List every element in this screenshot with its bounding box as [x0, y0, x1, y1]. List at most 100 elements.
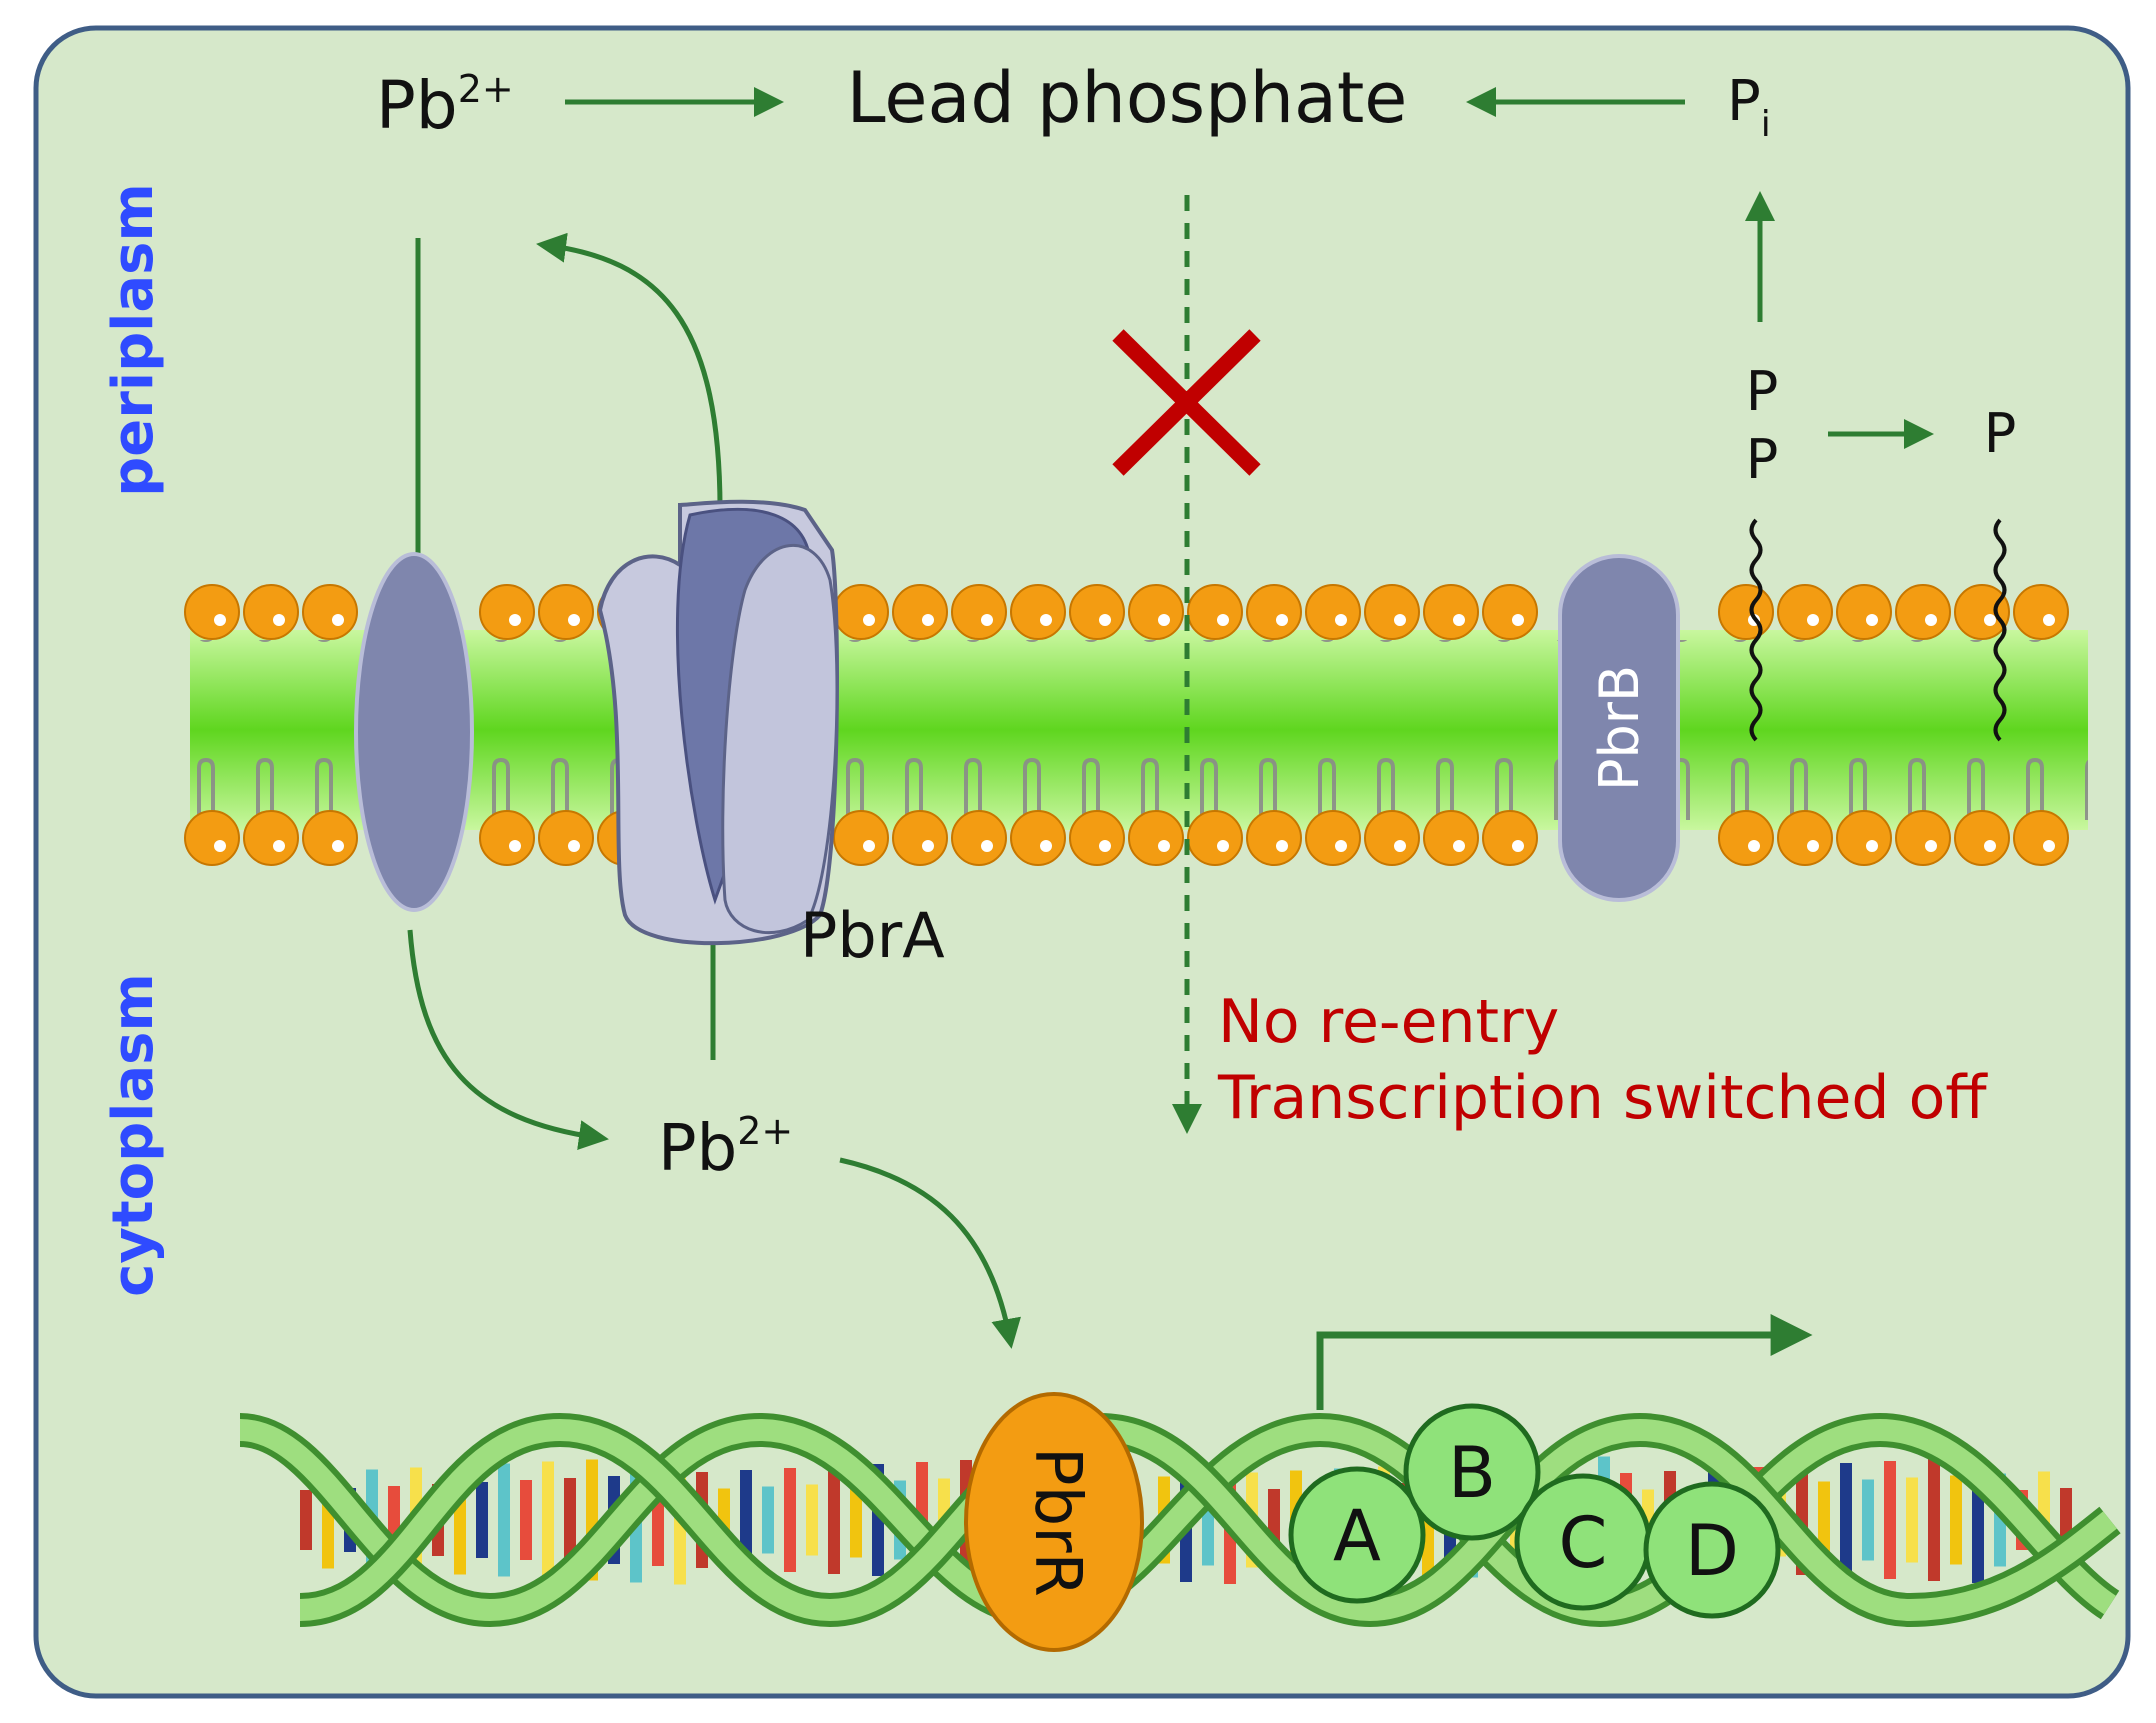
lipid-head-highlight [1158, 840, 1170, 852]
lipid-head [2013, 584, 2069, 640]
lipid-head [1836, 584, 1892, 640]
lipid-head-highlight [1512, 614, 1524, 626]
channel-protein-icon [354, 238, 609, 1150]
dna-base-pair [498, 1463, 510, 1577]
gene-a-label: A [1333, 1495, 1381, 1577]
lipid-head [1364, 584, 1420, 640]
p-single-label: P [1984, 402, 2017, 465]
lipid-head [2013, 810, 2069, 866]
transcription-arrow [1316, 1314, 1813, 1410]
lipid-head-highlight [863, 614, 875, 626]
lipid-head-highlight [568, 614, 580, 626]
lipid-head [1777, 810, 1833, 866]
lipid-tail-left [1749, 518, 1763, 742]
no-reentry-label: No re-entry [1218, 987, 1559, 1057]
lipid-head-highlight [922, 840, 934, 852]
lipid-head-highlight [1512, 840, 1524, 852]
lipid-head-highlight [1807, 614, 1819, 626]
cell-membrane [184, 584, 2088, 866]
lipid-head-highlight [1453, 614, 1465, 626]
pbra-label: PbrA [800, 899, 945, 972]
dna-base-pair [1928, 1459, 1940, 1581]
lipid-head [1069, 810, 1125, 866]
lipid-head-highlight [1217, 840, 1229, 852]
lipid-head-highlight [273, 614, 285, 626]
lipid-head-highlight [332, 840, 344, 852]
dna-base-pair [828, 1466, 840, 1574]
lipid-head [302, 810, 358, 866]
lipid-head [1128, 810, 1184, 866]
lipid-head [951, 584, 1007, 640]
lipid-head [833, 584, 889, 640]
dna-base-pair [1884, 1461, 1896, 1579]
lipid-head-highlight [1925, 840, 1937, 852]
lipid-head [892, 584, 948, 640]
lipid-head-highlight [981, 614, 993, 626]
lipid-tail-right [1993, 518, 2007, 742]
dna-base-pair [476, 1482, 488, 1558]
dna-base-pair [564, 1478, 576, 1562]
lipid-head-highlight [1394, 614, 1406, 626]
lipid-head [1423, 584, 1479, 640]
periplasm-label: periplasm [101, 183, 166, 497]
lipid-head [1069, 584, 1125, 640]
pbrr-protein [964, 1392, 1144, 1652]
pbrb-label: PbrB [1588, 665, 1651, 791]
lipid-head-highlight [1158, 614, 1170, 626]
dna-base-pair [542, 1461, 554, 1579]
cytoplasm-label: cytoplasm [101, 973, 166, 1297]
lipid-head-highlight [273, 840, 285, 852]
lipid-head [1895, 584, 1951, 640]
lipid-head [1364, 810, 1420, 866]
arrow-pb-to-pbrr [839, 1157, 1021, 1349]
lipid-head [1010, 810, 1066, 866]
dna-base-pair [300, 1490, 312, 1550]
lipid-head-highlight [981, 840, 993, 852]
gene-d-label: D [1685, 1510, 1739, 1592]
red-x-icon [1112, 329, 1261, 476]
pbrb-protein-icon [1558, 554, 1680, 902]
lipid-head [833, 810, 889, 866]
lipid-head [1718, 810, 1774, 866]
dna-base-pair [850, 1482, 862, 1558]
lipid-head [1187, 584, 1243, 640]
lipid-head-highlight [1394, 840, 1406, 852]
dna-base-pair [762, 1486, 774, 1554]
dna-base-pair [806, 1484, 818, 1556]
pi-label: Pi [1727, 69, 1771, 145]
lipid-head-highlight [214, 840, 226, 852]
pi-base: P [1727, 69, 1761, 134]
lipid-head-highlight [1984, 614, 1996, 626]
lipid-head-highlight [922, 614, 934, 626]
pb-top-base: Pb [376, 67, 458, 144]
lipid-head [951, 810, 1007, 866]
lipid-head [1128, 584, 1184, 640]
lipid-head [1895, 810, 1951, 866]
lipid-head-highlight [1866, 614, 1878, 626]
lipid-head [1954, 584, 2010, 640]
transcription-off-label: Transcription switched off [1217, 1063, 1988, 1133]
lipid-head-highlight [1335, 840, 1347, 852]
lipid-head-highlight [1217, 614, 1229, 626]
dna-base-pair [1818, 1481, 1830, 1559]
pb-top-label: Pb2+ [376, 67, 514, 144]
lipid-head [243, 810, 299, 866]
lipid-head [538, 584, 594, 640]
lipid-head [184, 810, 240, 866]
gene-b-label: B [1448, 1432, 1496, 1514]
lipid-head [1482, 584, 1538, 640]
dna-base-pair [784, 1468, 796, 1572]
gene-cluster: A B C D [1288, 1403, 1781, 1619]
lipid-head [1187, 810, 1243, 866]
lipid-head [1305, 584, 1361, 640]
lipid-head [1482, 810, 1538, 866]
lipid-head [1718, 584, 1774, 640]
gene-d-circle [1643, 1481, 1781, 1619]
lipid-head [1777, 584, 1833, 640]
lipid-head [1305, 810, 1361, 866]
lipid-head-highlight [1748, 840, 1760, 852]
lipid-head-highlight [214, 614, 226, 626]
pp-bottom-label: P [1746, 428, 1779, 491]
lipid-head [892, 810, 948, 866]
pb-bottom-base: Pb [658, 1112, 737, 1186]
